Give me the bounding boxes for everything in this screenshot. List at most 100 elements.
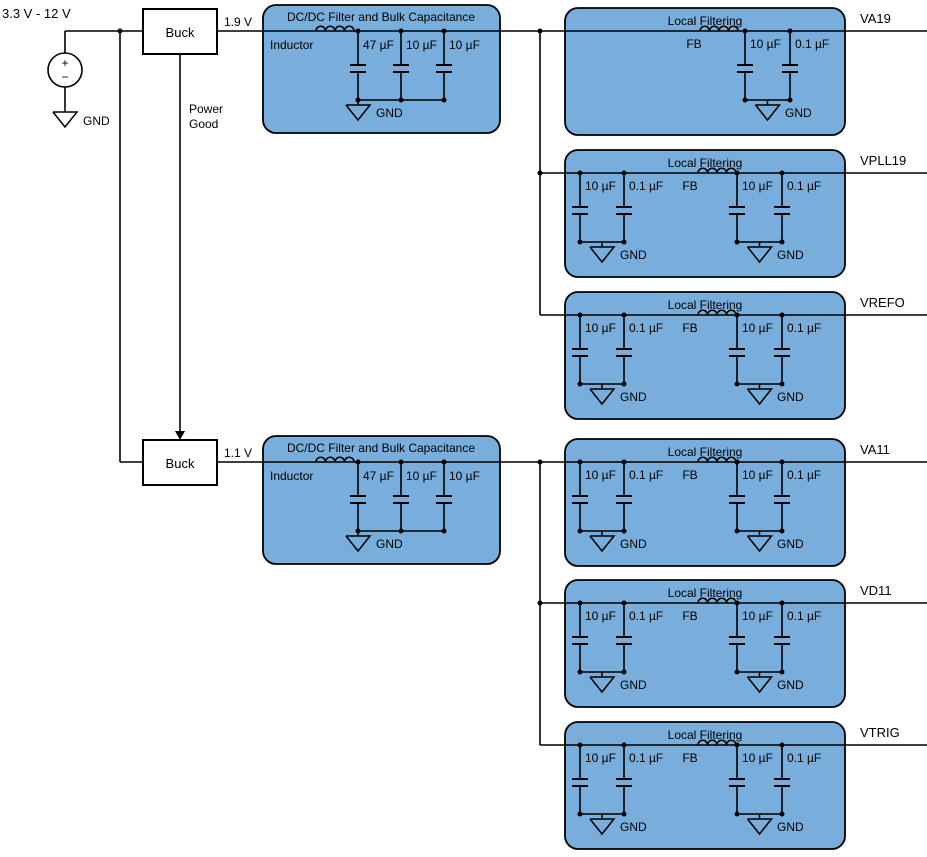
block-title: Local Filtering bbox=[668, 156, 743, 170]
capacitor-label: 0.1 µF bbox=[787, 751, 821, 765]
gnd-label: GND bbox=[777, 390, 804, 404]
capacitor-label: 10 µF bbox=[585, 468, 616, 482]
plus-sign: + bbox=[61, 56, 68, 70]
capacitor-label: 0.1 µF bbox=[787, 609, 821, 623]
block-body bbox=[564, 579, 846, 708]
block-body bbox=[564, 291, 846, 420]
gnd-label: GND bbox=[777, 248, 804, 262]
capacitor-label: 10 µF bbox=[742, 179, 773, 193]
block-body bbox=[262, 4, 501, 134]
block-title: Local Filtering bbox=[668, 445, 743, 459]
gnd-label: GND bbox=[620, 678, 647, 692]
output-label-vrefo: VREFO bbox=[860, 295, 905, 310]
buck-converter-1: Buck 1.9 V bbox=[142, 8, 263, 55]
capacitor-label: 10 µF bbox=[750, 37, 781, 51]
output-label-vtrig: VTRIG bbox=[860, 725, 900, 740]
block-body bbox=[564, 149, 846, 278]
gnd-label: GND bbox=[785, 106, 812, 120]
buck-label: Buck bbox=[166, 25, 195, 40]
ferrite-bead-label: FB bbox=[682, 468, 697, 482]
buck-body bbox=[142, 8, 218, 55]
inductor-label: Inductor bbox=[270, 38, 313, 52]
ferrite-bead-label: FB bbox=[682, 179, 697, 193]
capacitor-label: 10 µF bbox=[449, 469, 480, 483]
distribution-wires-bottom bbox=[500, 459, 565, 746]
inductor-label: Inductor bbox=[270, 469, 313, 483]
gnd-label: GND bbox=[777, 537, 804, 551]
capacitor-label: 0.1 µF bbox=[629, 751, 663, 765]
block-title: Local Filtering bbox=[668, 14, 743, 28]
capacitor-label: 10 µF bbox=[742, 751, 773, 765]
capacitor-label: 0.1 µF bbox=[629, 468, 663, 482]
capacitor-label: 10 µF bbox=[585, 179, 616, 193]
gnd-label: GND bbox=[620, 390, 647, 404]
block-title: DC/DC Filter and Bulk Capacitance bbox=[287, 10, 475, 24]
block-title: Local Filtering bbox=[668, 298, 743, 312]
capacitor-label: 47 µF bbox=[363, 469, 394, 483]
output-label-vpll19: VPLL19 bbox=[860, 153, 906, 168]
filter-block-va19: Local Filtering FB 10 µF 0.1 µF GND VA19 bbox=[564, 7, 927, 136]
capacitor-label: 10 µF bbox=[742, 468, 773, 482]
supply-voltage-label: 3.3 V - 12 V bbox=[2, 6, 71, 21]
capacitor-label: 0.1 µF bbox=[787, 321, 821, 335]
capacitor-label: 0.1 µF bbox=[629, 179, 663, 193]
gnd-symbol bbox=[52, 106, 78, 128]
capacitor-label: 47 µF bbox=[363, 38, 394, 52]
capacitor-label: 10 µF bbox=[406, 469, 437, 483]
block-title: Local Filtering bbox=[668, 728, 743, 742]
capacitor-label: 0.1 µF bbox=[787, 179, 821, 193]
filter-block-vpll19: Local Filtering 10 µF 0.1 µF FB 10 µF 0.… bbox=[564, 149, 927, 278]
capacitor-label: 10 µF bbox=[449, 38, 480, 52]
gnd-label: GND bbox=[620, 248, 647, 262]
block-body bbox=[564, 438, 846, 567]
block-title: DC/DC Filter and Bulk Capacitance bbox=[287, 441, 475, 455]
supply-wires bbox=[65, 28, 143, 463]
ferrite-bead-label: FB bbox=[682, 751, 697, 765]
filter-block-vrefo: Local Filtering 10 µF 0.1 µF FB 10 µF 0.… bbox=[564, 291, 927, 420]
capacitor-label: 10 µF bbox=[585, 609, 616, 623]
gnd-label: GND bbox=[620, 537, 647, 551]
capacitor-label: 10 µF bbox=[406, 38, 437, 52]
capacitor-label: 0.1 µF bbox=[629, 321, 663, 335]
power-good-label-line2: Good bbox=[189, 117, 218, 131]
filter-block-vtrig: Local Filtering 10 µF 0.1 µF FB 10 µF 0.… bbox=[564, 721, 927, 850]
filter-block-vd11: Local Filtering 10 µF 0.1 µF FB 10 µF 0.… bbox=[564, 579, 927, 708]
buck-label: Buck bbox=[166, 456, 195, 471]
voltage-source: 3.3 V - 12 V + − GND bbox=[2, 6, 110, 128]
power-good-label-line1: Power bbox=[189, 102, 223, 116]
capacitor-label: 10 µF bbox=[742, 609, 773, 623]
gnd-label: GND bbox=[83, 114, 110, 128]
block-body bbox=[262, 435, 501, 565]
dcdc-filter-block-2: DC/DC Filter and Bulk Capacitance Induct… bbox=[262, 435, 501, 565]
ferrite-bead-label: FB bbox=[682, 609, 697, 623]
block-body bbox=[564, 7, 846, 136]
gnd-label: GND bbox=[777, 820, 804, 834]
dcdc-filter-block-1: DC/DC Filter and Bulk Capacitance Induct… bbox=[262, 4, 501, 134]
minus-sign: − bbox=[61, 70, 68, 84]
buck-output-voltage-label: 1.1 V bbox=[224, 446, 252, 460]
capacitor-label: 0.1 µF bbox=[795, 37, 829, 51]
filter-block-va11: Local Filtering 10 µF 0.1 µF FB 10 µF 0.… bbox=[564, 438, 927, 567]
output-label-va11: VA11 bbox=[860, 442, 890, 457]
gnd-label: GND bbox=[620, 820, 647, 834]
capacitor-label: 10 µF bbox=[742, 321, 773, 335]
power-good-signal: Power Good bbox=[175, 54, 223, 440]
block-title: Local Filtering bbox=[668, 586, 743, 600]
capacitor-label: 10 µF bbox=[585, 321, 616, 335]
gnd-label: GND bbox=[376, 106, 403, 120]
capacitor-label: 0.1 µF bbox=[629, 609, 663, 623]
buck-converter-2: Buck 1.1 V bbox=[142, 439, 263, 486]
ferrite-bead-label: FB bbox=[682, 321, 697, 335]
arrowhead-icon bbox=[175, 431, 185, 440]
capacitor-label: 0.1 µF bbox=[787, 468, 821, 482]
ferrite-bead-label: FB bbox=[686, 37, 701, 51]
output-label-va19: VA19 bbox=[860, 11, 891, 26]
gnd-label: GND bbox=[376, 537, 403, 551]
output-label-vd11: VD11 bbox=[860, 583, 892, 598]
buck-body bbox=[142, 439, 218, 486]
buck-output-voltage-label: 1.9 V bbox=[224, 15, 252, 29]
capacitor-label: 10 µF bbox=[585, 751, 616, 765]
distribution-wires-top bbox=[500, 28, 565, 316]
